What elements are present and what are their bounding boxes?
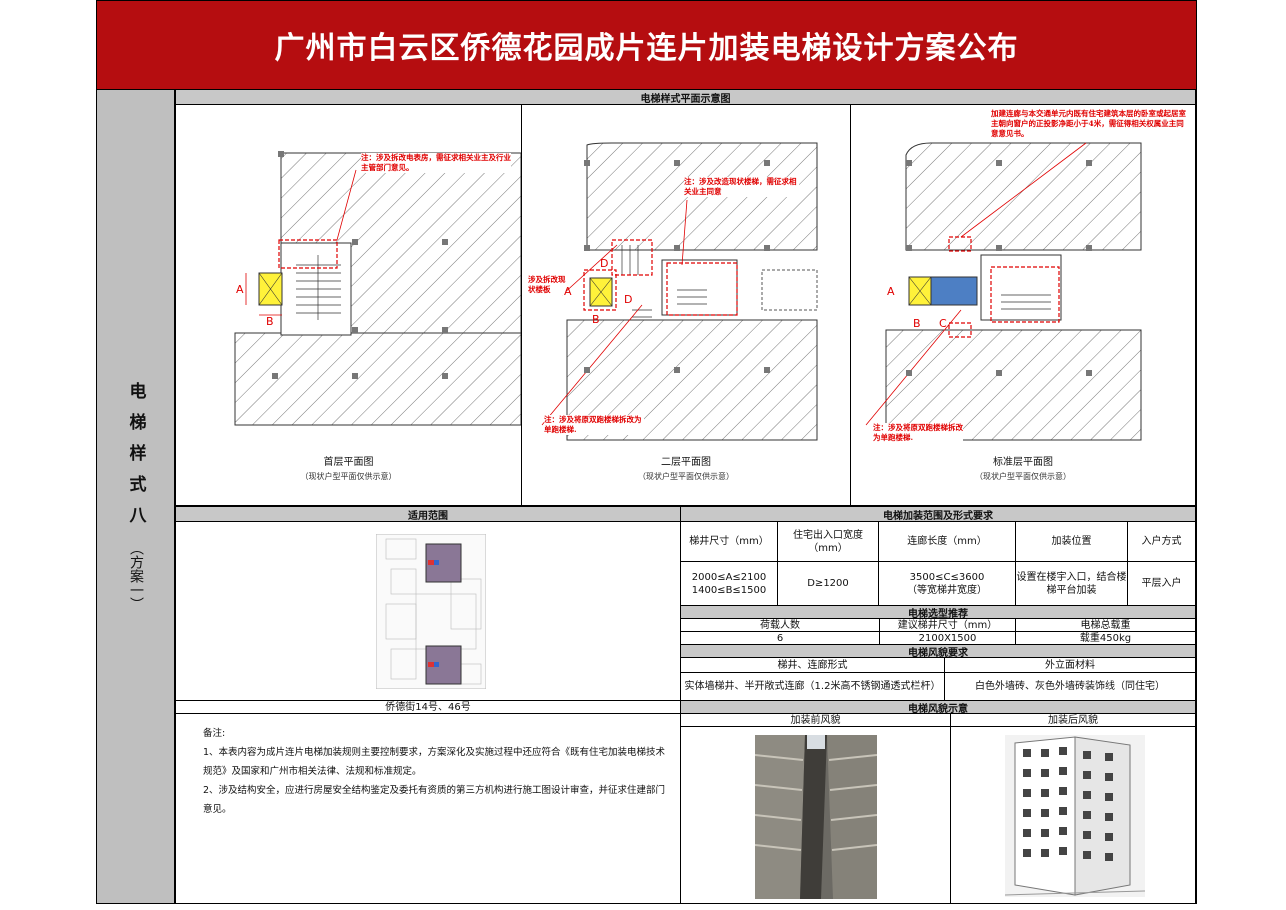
sel-col-load: 电梯总载重 <box>1015 618 1196 632</box>
sel-col-shaft: 建议梯井尺寸（mm） <box>879 618 1016 632</box>
sel-col-capacity: 荷载人数 <box>680 618 880 632</box>
second-plan-title: 二层平面图 <box>661 457 711 468</box>
req-col-shaft: 梯井尺寸（mm） <box>680 521 778 562</box>
req-col-corridor: 连廊长度（mm） <box>878 521 1016 562</box>
standard-floor-plan-drawing <box>865 142 1142 441</box>
notes-panel <box>175 713 681 904</box>
standard-plan-subtitle: （现状户型平面仅供示意） <box>975 472 1071 481</box>
second-plan-note-left: 涉及拆改现状楼板 <box>528 275 566 295</box>
title-banner: 广州市白云区侨德花园成片连片加装电梯设计方案公布 <box>97 1 1196 89</box>
scope-address: 侨德街14号、46号 <box>175 700 681 714</box>
style-val-material: 白色外墙砖、灰色外墙砖装饰线（同住宅） <box>944 672 1196 701</box>
sidebar-label-sub: （方案一） <box>128 541 144 611</box>
plan-panel-ground: 注：涉及拆改电表房，需征求相关业主及行业主管部门意见。 A B 首层平面图 （现… <box>175 104 522 506</box>
req-val-shaft: 2000≤A≤2100 1400≤B≤1500 <box>680 561 778 606</box>
second-floor-plan-drawing <box>541 142 818 441</box>
after-rendering <box>1005 735 1145 897</box>
req-col-entry: 入户方式 <box>1127 521 1196 562</box>
before-photo <box>755 735 877 899</box>
style-demo-before-panel <box>680 726 951 904</box>
second-dim-d-right: D <box>624 293 633 306</box>
second-plan-subtitle: （现状户型平面仅供示意） <box>638 472 734 481</box>
req-val-corridor: 3500≤C≤3600 （等宽梯井宽度） <box>878 561 1016 606</box>
second-dim-b: B <box>592 313 600 326</box>
notes-heading: 备注: <box>203 728 226 739</box>
scope-map-panel <box>175 521 681 701</box>
standard-plan-note-top: 加建连廊与本交通单元内既有住宅建筑本层的卧室或起居室主朝向窗户的正投影净距小于4… <box>991 109 1189 139</box>
req-val-location: 设置在楼宇入口，结合楼梯平台加装 <box>1015 561 1128 606</box>
style-demo-after-panel <box>950 726 1196 904</box>
second-dim-d-top: D <box>600 257 609 270</box>
req-val-entry: 平层入户 <box>1127 561 1196 606</box>
standard-plan-note-bottom: 注：涉及将原双跑楼梯拆改为单跑楼梯. <box>873 423 963 443</box>
sidebar-label-main: 电梯样式八 <box>125 382 146 537</box>
style-val-form: 实体墙梯井、半开敞式连廊（1.2米高不锈钢通透式栏杆） <box>680 672 945 701</box>
plan-panel-standard: 加建连廊与本交通单元内既有住宅建筑本层的卧室或起居室主朝向窗户的正投影净距小于4… <box>850 104 1196 506</box>
style-col-form: 梯井、连廊形式 <box>680 657 945 673</box>
sel-val-capacity: 6 <box>680 631 880 645</box>
scope-header: 适用范围 <box>175 506 681 522</box>
req-col-entrance: 住宅出入口宽度（mm） <box>777 521 879 562</box>
ground-plan-title: 首层平面图 <box>323 457 374 468</box>
style-demo-after-label: 加装后风貌 <box>950 713 1196 727</box>
plan-section-header: 电梯样式平面示意图 <box>175 89 1196 105</box>
requirements-header: 电梯加装范围及形式要求 <box>680 506 1196 522</box>
style-sidebar: 电梯样式八 （方案一） <box>97 89 175 903</box>
style-col-material: 外立面材料 <box>944 657 1196 673</box>
page-title: 广州市白云区侨德花园成片连片加装电梯设计方案公布 <box>274 31 1019 66</box>
notes-item-2: 2、涉及结构安全，应进行房屋安全结构鉴定及委托有资质的第三方机构进行施工图设计审… <box>203 785 666 815</box>
style-demo-header: 电梯风貌示意 <box>680 700 1196 715</box>
standard-dim-c: C <box>939 317 947 330</box>
req-col-location: 加装位置 <box>1015 521 1128 562</box>
ground-plan-note-top: 注：涉及拆改电表房，需征求相关业主及行业主管部门意见。 <box>361 153 511 173</box>
standard-plan-title: 标准层平面图 <box>993 457 1053 468</box>
ground-plan-subtitle: （现状户型平面仅供示意） <box>300 472 397 481</box>
second-plan-note-bottom: 注：涉及将原双跑楼梯拆改为单跑楼梯. <box>544 415 644 435</box>
standard-dim-b: B <box>913 317 921 330</box>
ground-dim-b: B <box>266 315 274 328</box>
req-val-entrance: D≥1200 <box>777 561 879 606</box>
style-demo-before-label: 加装前风貌 <box>680 713 951 727</box>
standard-dim-a: A <box>887 285 895 298</box>
selection-header: 电梯选型推荐 <box>680 605 1196 620</box>
second-dim-a: A <box>564 285 572 298</box>
site-map-drawing <box>376 534 486 689</box>
sel-val-load: 载重450kg <box>1015 631 1196 645</box>
second-plan-note-top: 注：涉及改造现状楼梯，需征求相关业主同意 <box>684 177 799 197</box>
notes-block: 备注: 1、本表内容为成片连片电梯加装规则主要控制要求，方案深化及实施过程中还应… <box>203 724 673 819</box>
ground-floor-plan-drawing <box>234 151 521 426</box>
style-req-header: 电梯风貌要求 <box>680 644 1196 659</box>
plan-panel-second: 注：涉及改造现状楼梯，需征求相关业主同意 涉及拆改现状楼板 注：涉及将原双跑楼梯… <box>521 104 851 506</box>
ground-dim-a: A <box>236 283 244 296</box>
notes-item-1: 1、本表内容为成片连片电梯加装规则主要控制要求，方案深化及实施过程中还应符合《既… <box>203 747 666 777</box>
